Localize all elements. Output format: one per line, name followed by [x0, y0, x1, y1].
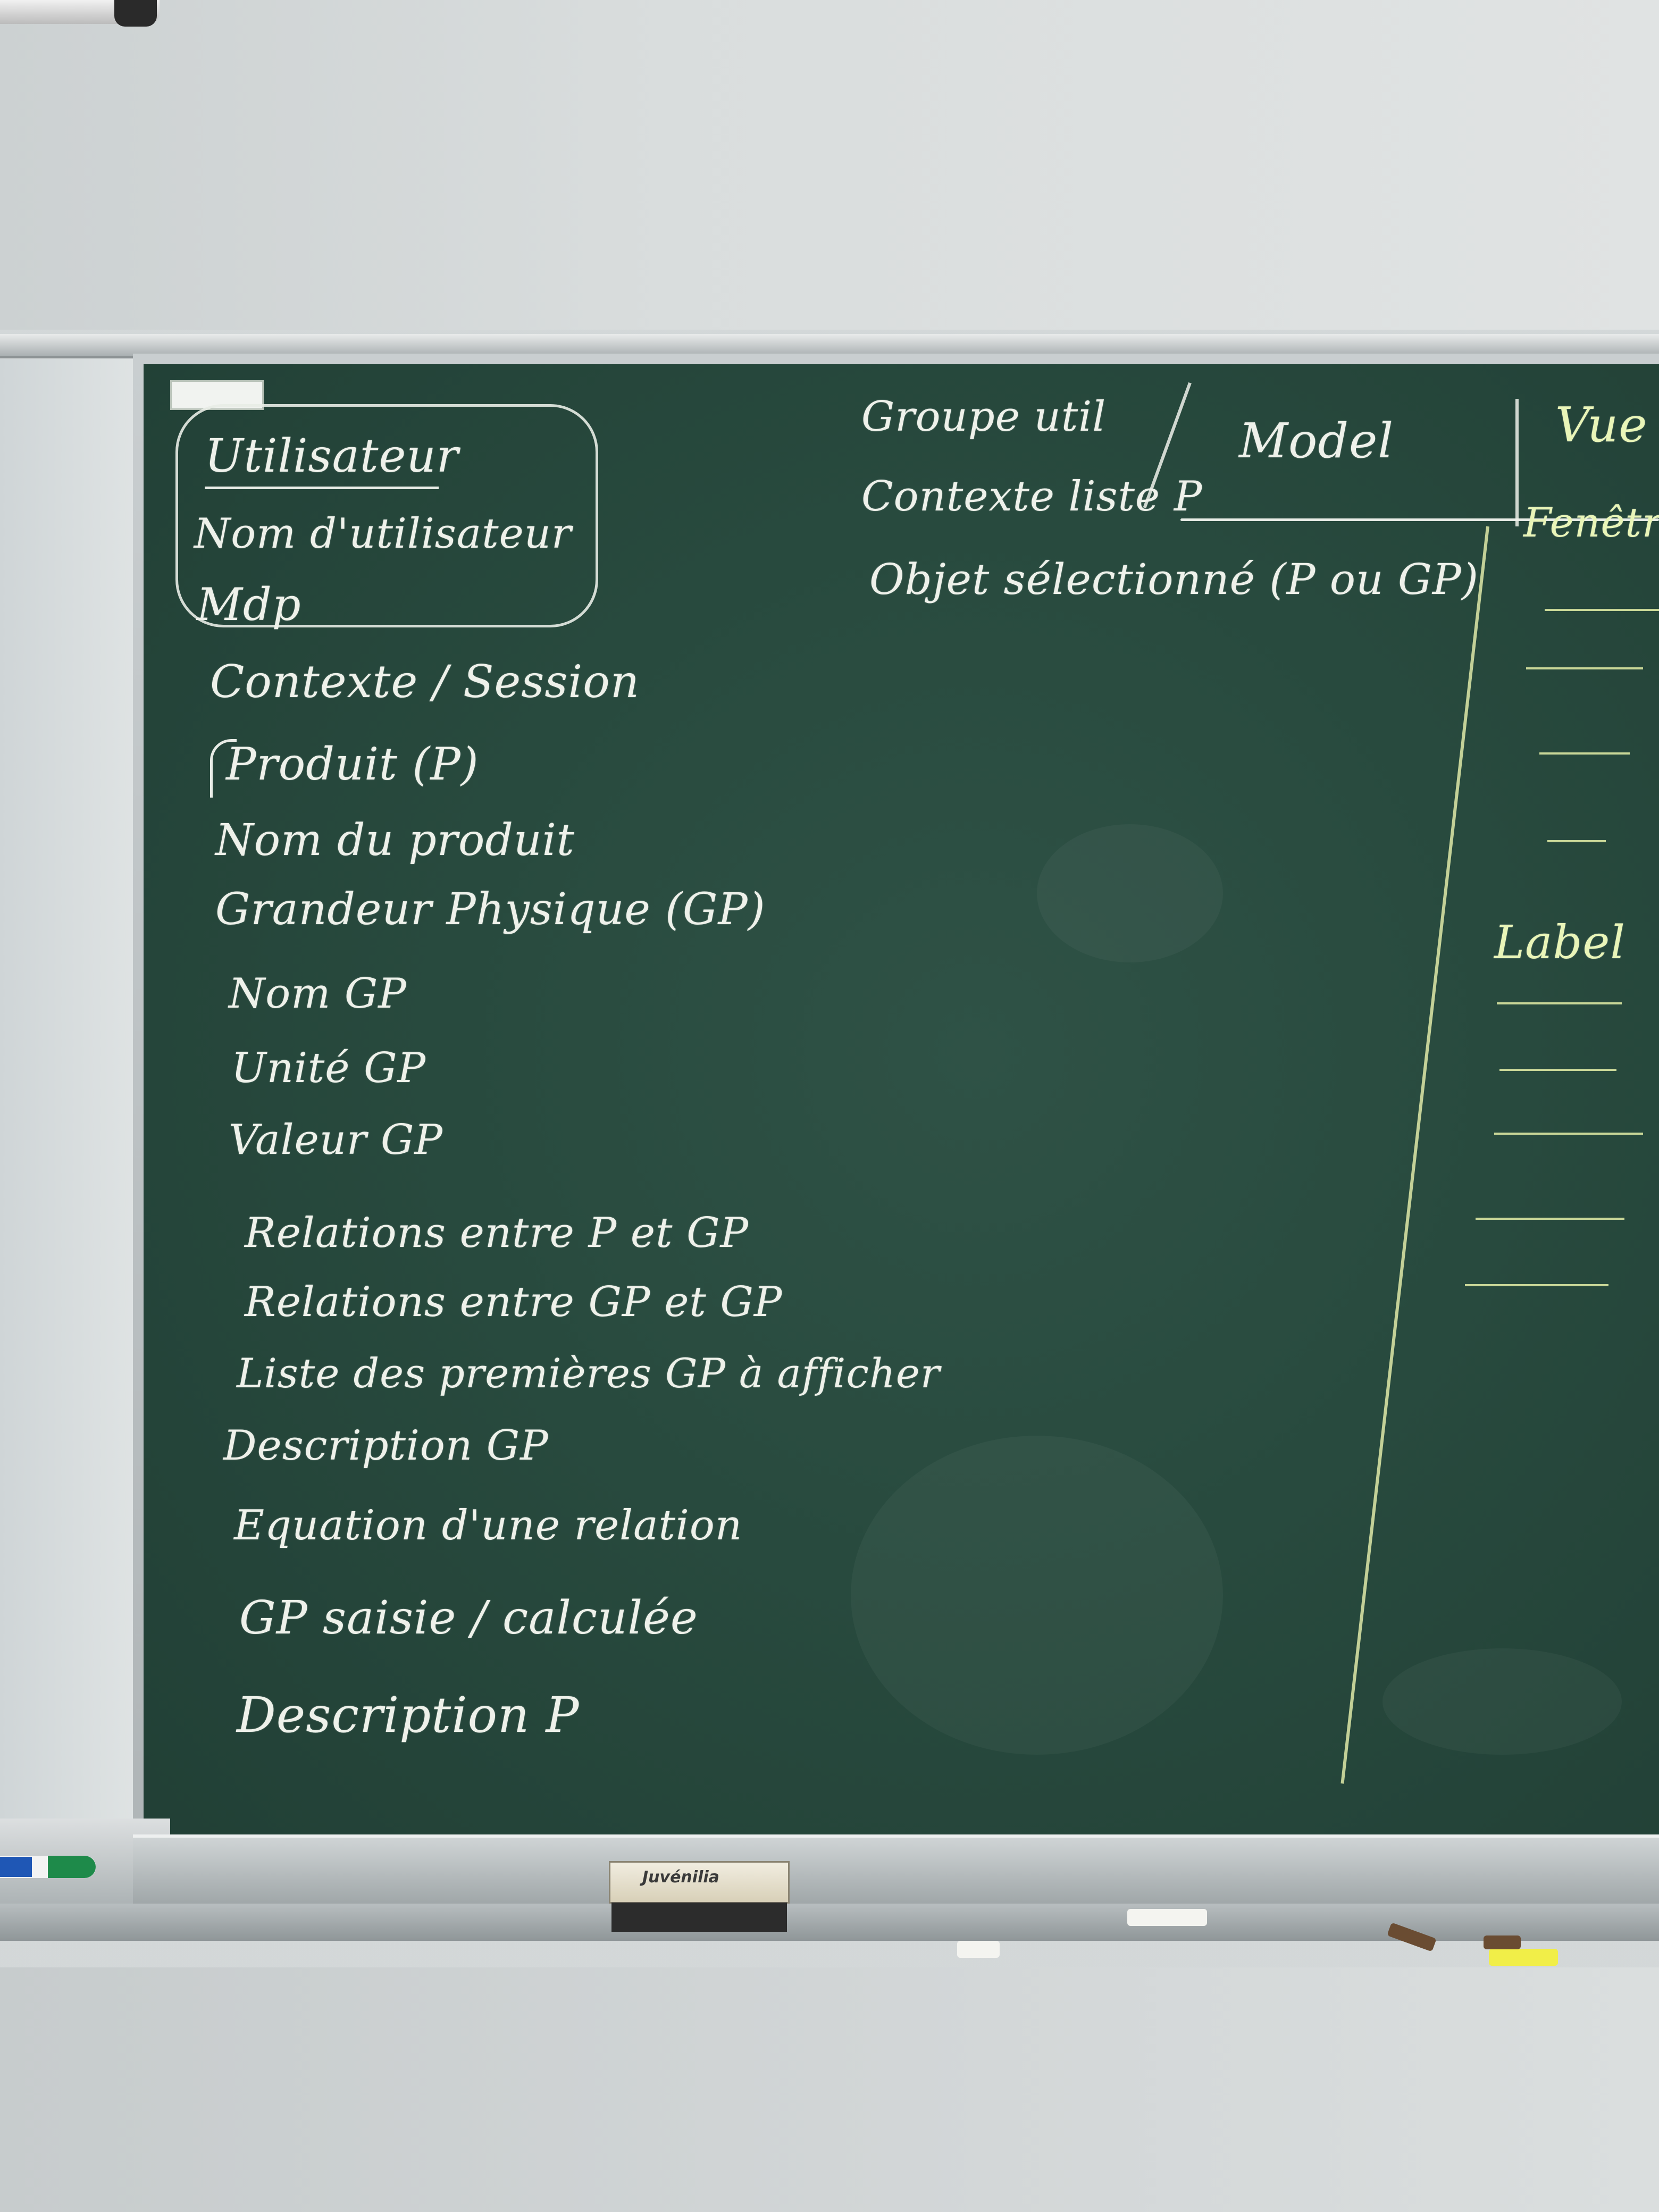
eraser-handle: Juvénilia [609, 1861, 790, 1904]
eraser-brand-label: Juvénilia [642, 1868, 719, 1887]
text-objet-selectionne: Objet sélectionné (P ou GP) [869, 555, 1479, 604]
placeholder-line [1465, 1284, 1608, 1286]
placeholder-line [1494, 1133, 1643, 1135]
text-contexte-session: Contexte / Session [210, 656, 640, 708]
chalk-smudge [851, 1436, 1223, 1755]
text-utilisateur: Utilisateur [205, 430, 459, 483]
text-nom-produit: Nom du produit [215, 815, 575, 866]
text-fenetre: Fenêtre [1523, 499, 1659, 546]
underline-model [1180, 518, 1659, 521]
chalk-loop-utilisateur [175, 404, 598, 627]
text-grandeur-physique: Grandeur Physique (GP) [215, 884, 766, 935]
text-unite-gp: Unité GP [231, 1044, 426, 1092]
marker-left-band [0, 1857, 32, 1877]
placeholder-line [1499, 1069, 1616, 1071]
board-eraser[interactable]: Juvénilia [609, 1861, 790, 1933]
chalk-smudge [1382, 1648, 1622, 1755]
text-contexte-liste-p: Contexte liste P [861, 473, 1203, 521]
text-valeur-gp: Valeur GP [229, 1116, 443, 1164]
text-liste-premieres-gp: Liste des premières GP à afficher [237, 1350, 941, 1397]
chalk-tray [133, 1834, 1659, 1912]
text-relations-p-gp: Relations entre P et GP [245, 1209, 749, 1257]
placeholder-line [1547, 840, 1606, 842]
text-groupe-util: Groupe util [861, 393, 1107, 441]
text-nom-gp: Nom GP [229, 970, 407, 1018]
eraser-felt [611, 1903, 787, 1932]
marker-left-cap [48, 1856, 96, 1878]
text-relations-gp-gp: Relations entre GP et GP [245, 1278, 783, 1326]
chalk-smudge [1037, 824, 1223, 962]
text-label: Label [1494, 916, 1626, 969]
chalk-stick-white[interactable] [957, 1941, 1000, 1958]
chalkboard [144, 364, 1659, 1896]
text-model: Model [1239, 413, 1394, 469]
text-nom-utilisateur: Nom d'utilisateur [194, 510, 572, 558]
placeholder-line [1476, 1218, 1624, 1220]
underline-utilisateur [205, 487, 439, 489]
chalk-holder[interactable] [1484, 1936, 1521, 1949]
chalk-stick-yellow[interactable] [1489, 1949, 1558, 1966]
text-description-p: Description P [237, 1687, 580, 1744]
chalk-stick-white[interactable] [1127, 1909, 1207, 1926]
marker-top-cap [114, 0, 157, 27]
wall-upper [0, 0, 1659, 330]
text-equation-relation: Equation d'une relation [234, 1502, 743, 1549]
text-description-gp: Description GP [223, 1422, 549, 1470]
text-mdp: Mdp [197, 579, 301, 631]
wall-lower [0, 1967, 1659, 2212]
text-vue: Vue [1555, 397, 1648, 453]
placeholder-line [1497, 1002, 1622, 1004]
placeholder-line [1526, 667, 1643, 669]
chalk-bracket-produit [210, 739, 237, 798]
placeholder-line [1539, 752, 1630, 755]
divider-model-vue [1515, 399, 1519, 526]
text-produit: Produit (P) [226, 738, 479, 790]
tray-lip [0, 1904, 1659, 1941]
placeholder-line [1545, 609, 1659, 611]
text-gp-saisie-calculee: GP saisie / calculée [239, 1591, 698, 1645]
